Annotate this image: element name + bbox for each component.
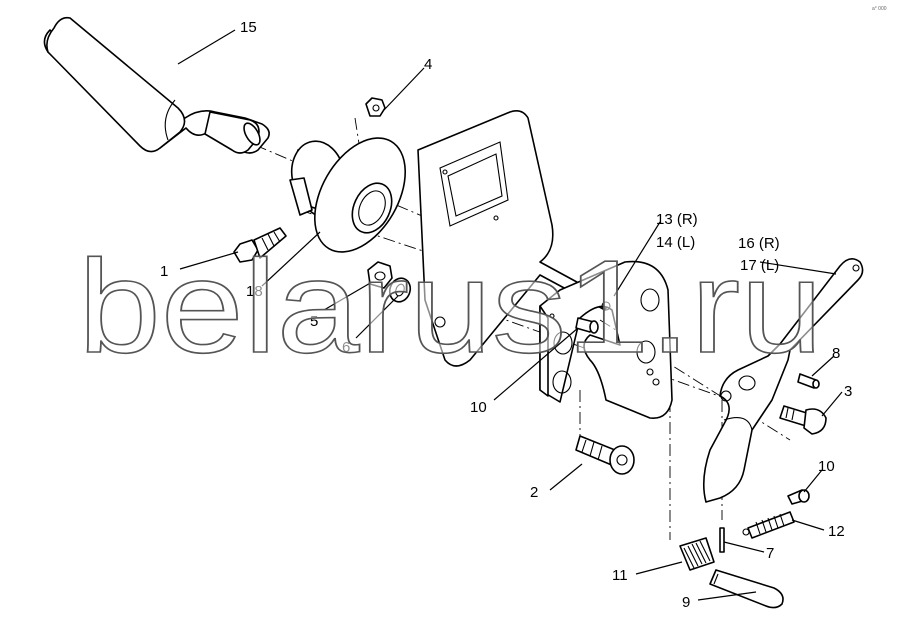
callout-10-lower: 10 <box>818 458 835 475</box>
pin-part-10-lower <box>787 489 810 505</box>
hub-part-18 <box>289 137 407 253</box>
callout-7: 7 <box>766 545 774 562</box>
callout-3: 3 <box>844 383 852 400</box>
callout-14: 14 (L) <box>656 234 695 251</box>
pin-part-8 <box>797 373 820 389</box>
pin-part-7 <box>719 527 725 553</box>
spring-part-12 <box>742 511 795 539</box>
bolt-part-1 <box>233 227 287 263</box>
washer-part-6 <box>388 277 412 303</box>
handle-part-15 <box>43 16 270 154</box>
callout-10-upper: 10 <box>470 399 487 416</box>
spring-part-11 <box>679 537 715 571</box>
callout-11: 11 <box>612 567 628 584</box>
callout-16: 16 (R) <box>738 235 780 252</box>
callout-4: 4 <box>424 56 432 73</box>
callout-17: 17 (L) <box>740 257 779 274</box>
callout-6: 6 <box>342 339 350 356</box>
callout-8: 8 <box>832 345 840 362</box>
callout-15: 15 <box>240 19 257 36</box>
nut-part-5 <box>367 261 393 289</box>
lever-part-16-17 <box>702 258 864 503</box>
callout-1: 1 <box>160 263 168 280</box>
callout-2: 2 <box>530 484 538 501</box>
callout-12: 12 <box>828 523 845 540</box>
corner-mark: a° 000 <box>872 6 887 12</box>
screw-part-2 <box>575 435 635 475</box>
pin-part-10-upper <box>575 317 599 334</box>
callout-5: 5 <box>310 313 318 330</box>
leader-lines <box>177 29 843 601</box>
callout-18: 18 <box>246 283 263 300</box>
watermark: belarus1.ru <box>78 233 823 380</box>
bolt-part-3 <box>779 405 827 435</box>
bracket-part-13-14 <box>539 260 673 419</box>
callout-labels: 15 4 1 18 5 6 13 (R) 14 (L) 16 (R) 17 (L… <box>160 19 852 611</box>
back-plate <box>417 110 611 367</box>
nut-part-4 <box>365 97 386 117</box>
plunger-part-9 <box>709 569 784 609</box>
callout-9: 9 <box>682 594 690 611</box>
callout-13: 13 (R) <box>656 211 698 228</box>
